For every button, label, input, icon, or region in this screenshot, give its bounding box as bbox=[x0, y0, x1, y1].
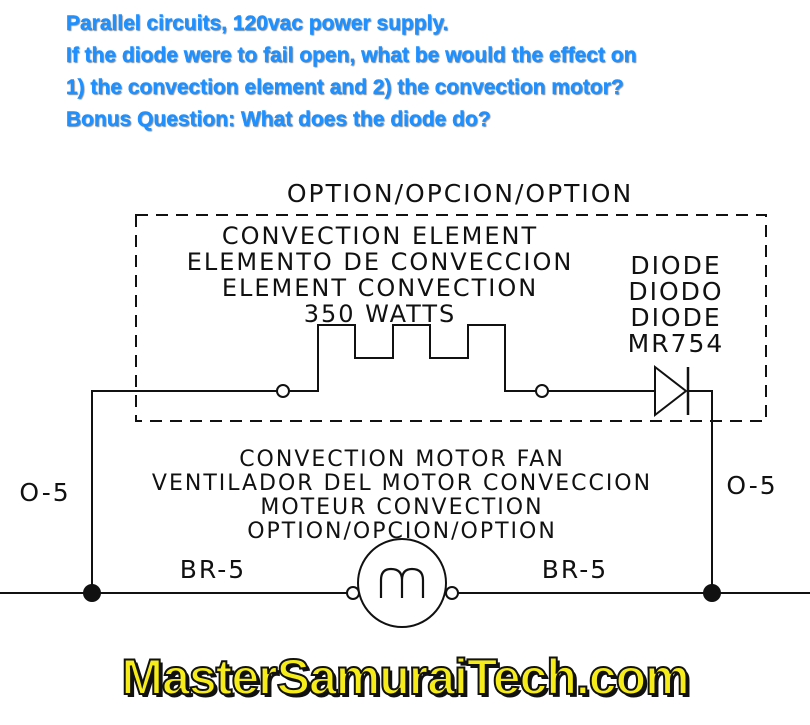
diode-symbol bbox=[654, 364, 690, 418]
wire-label-right: O-5 bbox=[726, 471, 777, 500]
junction-left bbox=[83, 584, 101, 602]
motor-label-3: MOTEUR CONVECTION bbox=[260, 495, 543, 520]
motor-label-1: CONVECTION MOTOR FAN bbox=[239, 447, 565, 472]
element-label-2: ELEMENTO DE CONVECCION bbox=[187, 248, 574, 276]
diode-label-1: DIODE bbox=[630, 251, 721, 280]
option-box bbox=[135, 214, 767, 422]
convection-motor-symbol bbox=[346, 538, 459, 628]
junction-right bbox=[703, 584, 721, 602]
element-terminal-left bbox=[276, 384, 290, 398]
element-terminal-right bbox=[535, 384, 549, 398]
diode-label-2: DIODO bbox=[628, 277, 723, 306]
motor-label-4: OPTION/OPCION/OPTION bbox=[247, 519, 557, 544]
wire-right bbox=[688, 390, 713, 593]
element-wattage: 350 WATTS bbox=[304, 300, 457, 328]
wire-left bbox=[91, 390, 277, 593]
site-watermark: MasterSamuraiTech.com bbox=[120, 648, 690, 706]
question-line-3: 1) the convection element and 2) the con… bbox=[66, 76, 624, 99]
wire-label-bottom-right: BR-5 bbox=[542, 555, 608, 584]
convection-element-symbol bbox=[289, 324, 536, 392]
question-block: Parallel circuits, 120vac power supply. … bbox=[66, 8, 806, 136]
diode-part-number: MR754 bbox=[628, 329, 725, 358]
question-line-1: Parallel circuits, 120vac power supply. bbox=[66, 12, 449, 35]
element-label-3: ELEMENT CONVECTION bbox=[222, 274, 538, 302]
wire-label-left: O-5 bbox=[19, 478, 70, 507]
question-line-2: If the diode were to fail open, what be … bbox=[66, 44, 637, 67]
element-label-1: CONVECTION ELEMENT bbox=[222, 222, 538, 250]
wire-label-bottom-left: BR-5 bbox=[180, 555, 246, 584]
wires bbox=[0, 324, 810, 594]
option-header: OPTION/OPCION/OPTION bbox=[287, 179, 633, 208]
question-line-4: Bonus Question: What does the diode do? bbox=[66, 108, 491, 131]
motor-label-2: VENTILADOR DEL MOTOR CONVECCION bbox=[152, 471, 652, 496]
diode-label-3: DIODE bbox=[630, 303, 721, 332]
